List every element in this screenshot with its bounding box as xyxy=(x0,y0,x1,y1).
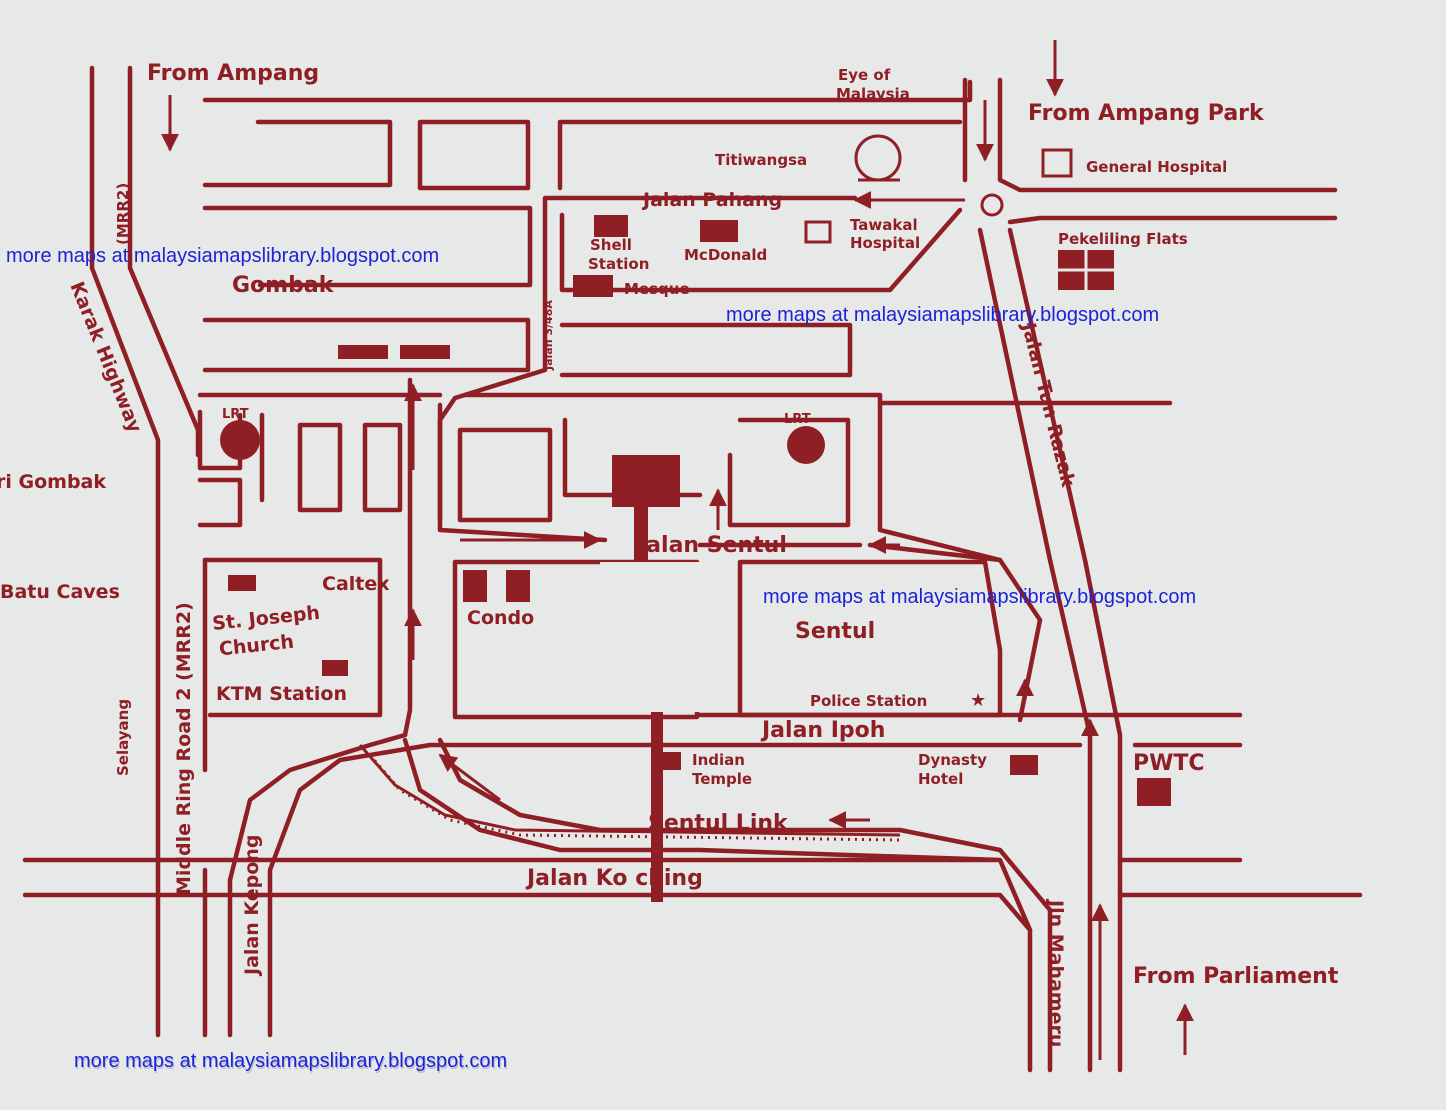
mesque-marker xyxy=(573,275,613,297)
label-mrr2-road: Middle Ring Road 2 (MRR2) xyxy=(173,602,195,895)
destination-stem xyxy=(634,507,648,562)
condo-marker-2 xyxy=(506,570,530,602)
label-batu-caves: Batu Caves xyxy=(0,581,120,603)
label-titiwangsa: Titiwangsa xyxy=(715,151,807,169)
tawakal-hospital-icon xyxy=(804,220,832,244)
label-sentul: Sentul xyxy=(795,619,875,644)
dynasty-hotel-marker xyxy=(1010,755,1038,775)
label-lrt-right: LRT xyxy=(784,412,811,427)
shell-station-marker xyxy=(594,215,628,237)
watermark-middle-right: more maps at malaysiamapslibrary.blogspo… xyxy=(763,586,1197,608)
label-mrr2-top: (MRR2) xyxy=(114,183,132,245)
label-ktm-station: KTM Station xyxy=(216,683,347,705)
mcdonald-marker xyxy=(700,220,738,242)
indian-temple-marker xyxy=(663,752,681,770)
church-marker xyxy=(228,575,256,591)
label-lrt-left: LRT xyxy=(222,407,249,422)
watermark-bottom-left: more maps at malaysiamapslibrary.blogspo… xyxy=(74,1050,508,1072)
roads xyxy=(22,40,1363,1073)
label-police-station: Police Station xyxy=(810,692,927,710)
label-jalan-ipoh: Jalan Ipoh xyxy=(760,718,885,743)
gombak-building-2 xyxy=(400,345,450,359)
label-jalan-3-48a: Jalan 3/48A xyxy=(542,300,555,371)
label-mcdonald: McDonald xyxy=(684,246,767,264)
blank-patch xyxy=(600,562,700,712)
label-st-joseph-church: St. JosephChurch xyxy=(211,602,323,661)
label-pekeliling-flats: Pekeliling Flats xyxy=(1058,230,1188,248)
general-hospital-icon xyxy=(1041,148,1073,178)
label-jalan-kepong: Jalan Kepong xyxy=(241,835,263,977)
label-from-ampang-park: From Ampang Park xyxy=(1028,101,1265,126)
destination-building xyxy=(612,455,680,507)
gombak-building xyxy=(338,345,388,359)
label-pwtc: PWTC xyxy=(1133,751,1205,776)
label-jalan-pahang: Jalan Pahang xyxy=(641,189,782,211)
lrt-right-marker xyxy=(787,426,825,464)
lrt-left-marker xyxy=(220,420,260,460)
label-condo: Condo xyxy=(467,607,534,629)
watermark-top-right: more maps at malaysiamapslibrary.blogspo… xyxy=(726,304,1160,326)
ferris-wheel-icon xyxy=(854,134,902,182)
landmarks: ★ xyxy=(220,134,1171,902)
label-sri-gombak: ri Gombak xyxy=(0,471,106,493)
police-star-icon: ★ xyxy=(970,690,986,711)
watermark-top-left: more maps at malaysiamapslibrary.blogspo… xyxy=(6,245,440,267)
label-selayang: Selayang xyxy=(114,699,132,776)
destination-road xyxy=(651,712,663,902)
label-sentul-link: Sentul Link xyxy=(648,811,789,836)
label-jalan-sentul: Jalan Sentul xyxy=(636,533,787,558)
label-from-ampang: From Ampang xyxy=(147,61,319,86)
condo-marker-1 xyxy=(463,570,487,602)
label-jln-mahameru: Jln Mahameru xyxy=(1045,898,1067,1047)
label-general-hospital: General Hospital xyxy=(1086,158,1227,176)
label-mesque: Mesque xyxy=(624,280,690,298)
label-gombak: Gombak xyxy=(232,273,335,298)
pwtc-marker xyxy=(1137,778,1171,806)
label-from-parliament: From Parliament xyxy=(1133,964,1339,989)
ktm-station-marker xyxy=(322,660,348,676)
label-jalan-kuching: Jalan Ko ching xyxy=(525,866,703,891)
label-caltex: Caltex xyxy=(322,573,390,595)
